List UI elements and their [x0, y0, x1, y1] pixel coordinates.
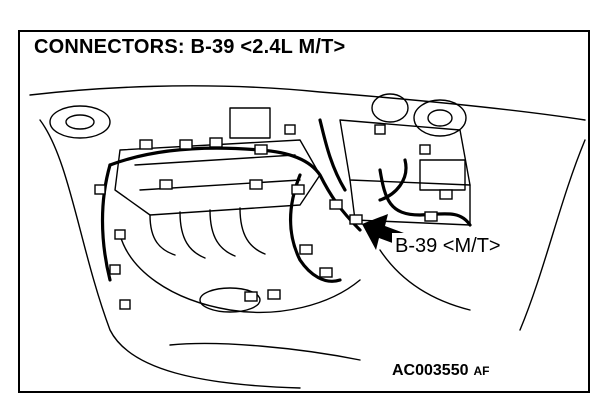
figure-code: AC003550 AF: [390, 362, 492, 380]
figure-code-suffix: AF: [473, 364, 490, 378]
diagram-title: CONNECTORS: B-39 <2.4L M/T>: [32, 36, 348, 59]
figure-code-number: AC003550: [392, 362, 469, 379]
connector-callout-label: B-39 <M/T>: [392, 233, 504, 259]
